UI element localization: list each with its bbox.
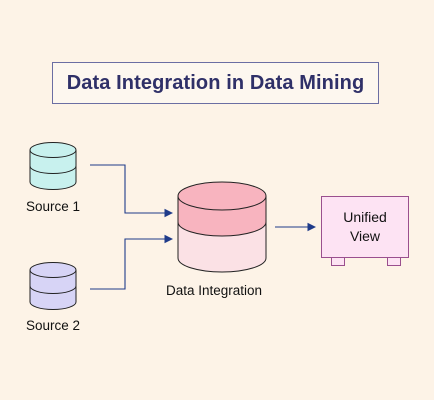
- source-2-arrow: [90, 234, 174, 290]
- unified-view-right-foot: [387, 257, 401, 266]
- unified-view-box: Unified View: [321, 196, 409, 258]
- unified-view-left-foot: [331, 257, 345, 266]
- unified-view-label: Unified View: [343, 209, 387, 244]
- source-2-label: Source 2: [26, 318, 81, 333]
- title-box: Data Integration in Data Mining: [52, 62, 379, 104]
- source-1-database-icon: [29, 142, 77, 190]
- data-integration-database-icon: [177, 181, 267, 273]
- source-1-label: Source 1: [26, 199, 81, 214]
- source-2-database-icon: [29, 262, 77, 310]
- source-1-arrow: [90, 164, 174, 218]
- diagram-title: Data Integration in Data Mining: [66, 71, 365, 94]
- data-integration-label: Data Integration: [166, 283, 263, 298]
